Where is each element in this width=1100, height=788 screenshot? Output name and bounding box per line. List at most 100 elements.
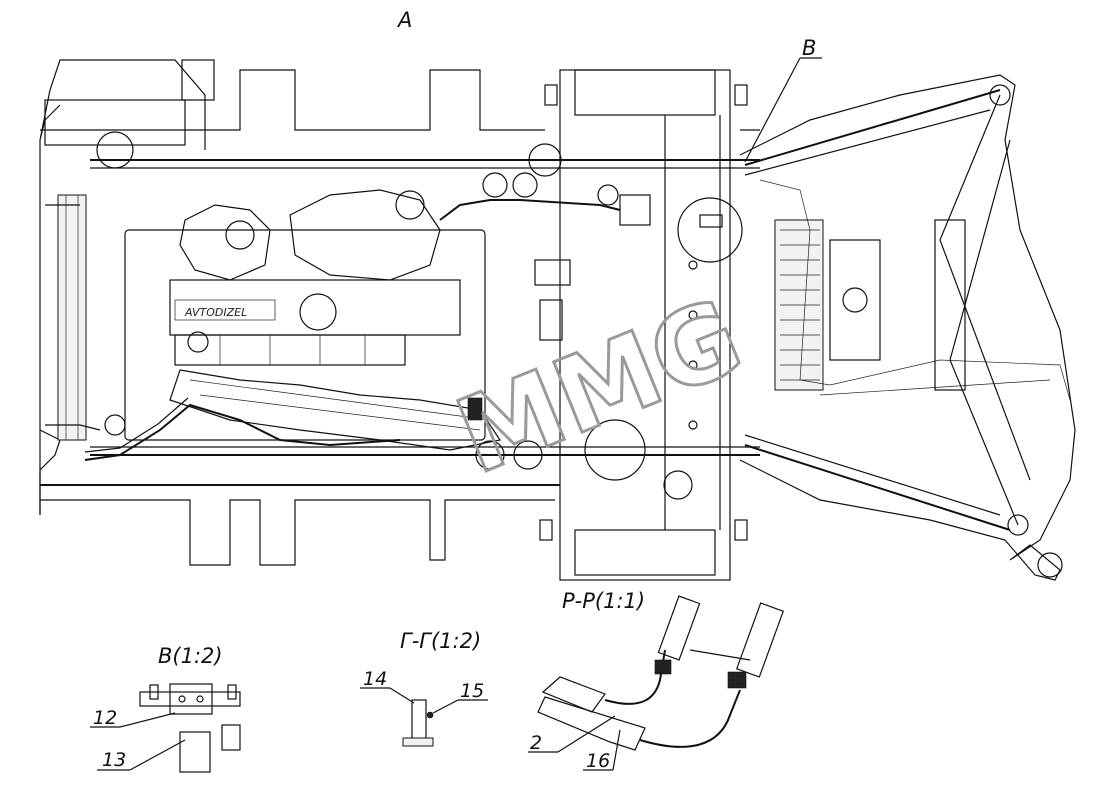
pulley-bottom-left xyxy=(475,440,505,470)
section-g-title: Г-Г(1:2) xyxy=(400,629,481,653)
pipe-left-upper xyxy=(45,204,101,431)
transmission-crossmember xyxy=(534,69,748,581)
hydraulic-line-top xyxy=(439,199,621,221)
crossmember-bottom-bracket xyxy=(574,529,716,576)
boom-arm-upper-2 xyxy=(744,109,991,176)
callout-13-leader xyxy=(129,739,186,771)
cab-outline-lower xyxy=(39,429,61,515)
engine-brand-label: AVTODIZEL xyxy=(184,306,247,319)
cab-bracket xyxy=(181,59,215,101)
boom-arm-lower-2 xyxy=(744,434,1001,516)
boom-pivot-eye xyxy=(1037,552,1063,578)
pipe-fitting xyxy=(104,414,126,436)
fitting-left xyxy=(657,595,701,661)
mount-bolt xyxy=(688,420,698,430)
turbo-assembly xyxy=(289,189,441,281)
detail-b-manifold xyxy=(139,691,241,707)
corner-tab xyxy=(544,84,558,106)
nut-right xyxy=(727,671,747,689)
drain-plate xyxy=(584,419,646,481)
turbo-housing xyxy=(395,190,425,220)
oil-filler-cap xyxy=(299,293,337,331)
pump-gear xyxy=(225,220,255,250)
boom-arm-upper xyxy=(744,89,1001,166)
watermark: MMG xyxy=(439,274,759,500)
fitting-block xyxy=(699,214,723,228)
section-g-clamp xyxy=(411,699,427,741)
hose-sleeve-right xyxy=(537,696,646,751)
boom-center-plate xyxy=(934,219,966,391)
mount-bolt xyxy=(688,310,698,320)
drain-plug xyxy=(663,470,693,500)
boom-diagonal-brace xyxy=(939,94,1031,526)
engine-block xyxy=(124,229,486,441)
callout-16: 16 xyxy=(586,750,610,772)
callout-14-leader xyxy=(389,687,415,704)
section-r-r: Р-Р(1:1) 2 16 xyxy=(528,589,785,772)
injection-pump xyxy=(179,204,271,281)
boom-pivot-top xyxy=(989,84,1011,106)
engine-assembly: AVTODIZEL xyxy=(124,189,501,451)
hose-sleeve-left xyxy=(541,676,606,713)
crossmember-top-bracket xyxy=(574,69,716,116)
fitting-right xyxy=(735,602,785,678)
detail-b-fitting xyxy=(179,731,211,773)
view-b-detail-circle xyxy=(677,197,743,263)
coolant-pipe-lower-2 xyxy=(84,397,189,453)
cooler-hub xyxy=(842,287,868,313)
detail-b-clip xyxy=(149,684,159,700)
corner-tab xyxy=(734,519,748,541)
section-g-g: Г-Г(1:2) 14 15 xyxy=(360,629,488,747)
pulley-top-left xyxy=(482,172,508,198)
pulley-bottom-right xyxy=(513,440,543,470)
valve-cover-plate xyxy=(174,299,276,321)
callout-15: 15 xyxy=(460,680,484,702)
section-r-title: Р-Р(1:1) xyxy=(562,589,645,613)
hose-bend-right xyxy=(639,689,741,748)
pulley-upper xyxy=(528,143,562,177)
fan-hub xyxy=(96,131,134,169)
detail-b-bolt xyxy=(196,695,204,703)
side-bracket-2 xyxy=(539,299,563,341)
detail-b-block xyxy=(169,683,213,715)
frame-boundary xyxy=(40,69,760,566)
corner-tab xyxy=(734,84,748,106)
exhaust-detail xyxy=(189,379,491,431)
boom-arm-lower xyxy=(744,444,1011,531)
valve-block xyxy=(619,194,651,226)
hose-bend-left xyxy=(604,649,666,705)
callout-12-leader xyxy=(119,712,176,728)
exhaust-assembly xyxy=(169,369,501,451)
mount-bolt xyxy=(688,360,698,370)
view-b-marker: В xyxy=(802,36,816,60)
detail-b-elbow xyxy=(221,724,241,751)
detail-b-title: В(1:2) xyxy=(158,644,223,668)
sensor-port xyxy=(187,331,209,353)
callout-16-leader xyxy=(612,729,621,771)
main-view-a: А AVTODIZEL xyxy=(39,8,1076,581)
wiring-connector xyxy=(467,397,483,421)
mount-bolt xyxy=(688,260,698,270)
callout-13: 13 xyxy=(102,749,126,771)
callout-2-leader xyxy=(557,715,616,753)
detail-b-clip xyxy=(227,684,237,700)
detail-view-b: В(1:2) 12 13 xyxy=(90,644,241,773)
cab-equipment-block xyxy=(44,99,186,146)
boom-pivot-bottom xyxy=(1007,514,1029,536)
fitting-bridge xyxy=(689,649,751,661)
cooler-fins xyxy=(780,229,820,381)
corner-tab xyxy=(539,519,553,541)
watermark-text: MMG xyxy=(441,275,758,498)
callout-14: 14 xyxy=(363,668,387,690)
nut-left xyxy=(654,659,672,675)
view-a-label: А xyxy=(396,8,412,32)
callout-15-leader xyxy=(432,699,459,714)
section-g-base xyxy=(402,737,434,747)
side-bracket xyxy=(534,259,571,286)
radiator xyxy=(57,194,87,441)
callout-12: 12 xyxy=(93,707,117,729)
callout-2: 2 xyxy=(530,732,542,754)
cooler-mount xyxy=(829,239,881,361)
intake-manifold xyxy=(174,334,406,366)
